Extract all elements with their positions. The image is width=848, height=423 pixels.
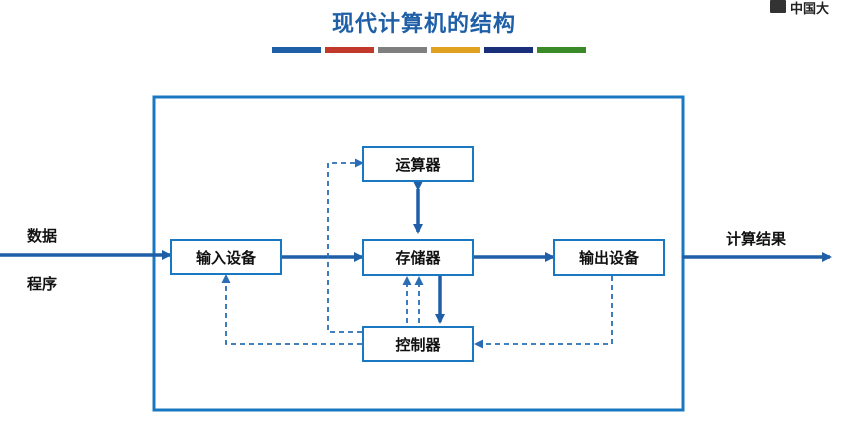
alu-box: 运算器 — [362, 146, 474, 182]
stripe-3 — [378, 47, 427, 53]
memory-box: 存储器 — [362, 239, 474, 276]
input-device-box: 输入设备 — [170, 239, 282, 275]
dashed-control-to-output — [474, 276, 613, 349]
stripe-4 — [431, 47, 480, 53]
stripe-5 — [484, 47, 533, 53]
label-data: 数据 — [27, 227, 58, 245]
slide-title: 现代计算机的结构 — [331, 12, 516, 37]
logo: 中国大 — [768, 0, 848, 20]
stripe-2 — [325, 47, 374, 53]
output-device-box: 输出设备 — [553, 239, 665, 276]
logo-cube-icon — [770, 0, 786, 13]
logo-text: 中国大 — [790, 2, 830, 17]
stripe-6 — [537, 47, 586, 53]
stripe-1 — [272, 47, 321, 53]
label-result: 计算结果 — [726, 230, 787, 248]
dashed-control-to-input — [221, 274, 362, 345]
label-program: 程序 — [27, 275, 58, 293]
dashed-control-to-alu — [327, 158, 364, 333]
control-unit-box: 控制器 — [362, 326, 474, 362]
